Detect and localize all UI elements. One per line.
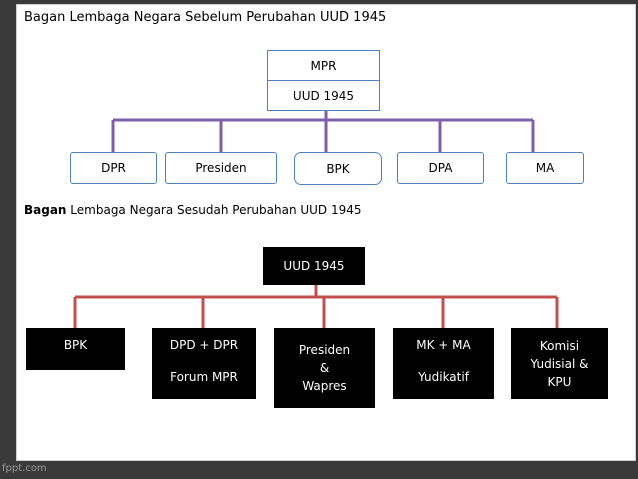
mk-ma-box: MK + MA Yudikatif [393, 328, 494, 399]
bpk-box-before: BPK [294, 152, 382, 185]
uud-1945-box-after: UUD 1945 [263, 247, 365, 285]
uud-1945-after-label: UUD 1945 [283, 259, 345, 273]
presiden-wapres-box: Presiden & Wapres [274, 328, 375, 408]
bpk-after-label: BPK [63, 338, 88, 352]
dpd-dpr-box: DPD + DPR Forum MPR [152, 328, 256, 399]
before-title: Bagan Lembaga Negara Sebelum Perubahan U… [24, 10, 387, 25]
komisi-yudisial-box: Komisi Yudisial & KPU [511, 328, 608, 399]
kpu-label: KPU [547, 374, 572, 389]
uud-1945-box-before: UUD 1945 [267, 80, 380, 111]
wapres-label: Wapres [302, 379, 347, 393]
presiden-box: Presiden [165, 152, 277, 184]
mk-ma-label: MK + MA [416, 338, 471, 352]
forum-mpr-label: Forum MPR [170, 370, 238, 384]
mpr-label: MPR [310, 58, 337, 73]
dpd-dpr-label: DPD + DPR [169, 338, 239, 352]
mpr-box: MPR [267, 50, 380, 81]
after-title: Bagan Lembaga Negara Sesudah Perubahan U… [24, 203, 362, 217]
dpr-label: DPR [101, 161, 126, 175]
after-title-rest: Lembaga Negara Sesudah Perubahan UUD 194… [66, 203, 362, 217]
ma-box: MA [506, 152, 584, 184]
bpk-label: BPK [326, 161, 350, 176]
yudisial-label: Yudisial & [530, 356, 589, 371]
komisi-label: Komisi [539, 338, 580, 353]
ma-label: MA [535, 161, 555, 175]
watermark: fppt.com [2, 463, 47, 474]
yudikatif-label: Yudikatif [418, 370, 469, 384]
bpk-box-after: BPK [26, 328, 125, 370]
dpa-label: DPA [428, 161, 453, 175]
uud-1945-label: UUD 1945 [292, 88, 355, 103]
ampersand-label: & [319, 361, 330, 375]
dpa-box: DPA [397, 152, 484, 184]
dpr-box: DPR [70, 152, 157, 184]
after-title-bold: Bagan [24, 203, 67, 217]
presiden-after-label: Presiden [298, 343, 351, 357]
presiden-label: Presiden [195, 161, 247, 175]
